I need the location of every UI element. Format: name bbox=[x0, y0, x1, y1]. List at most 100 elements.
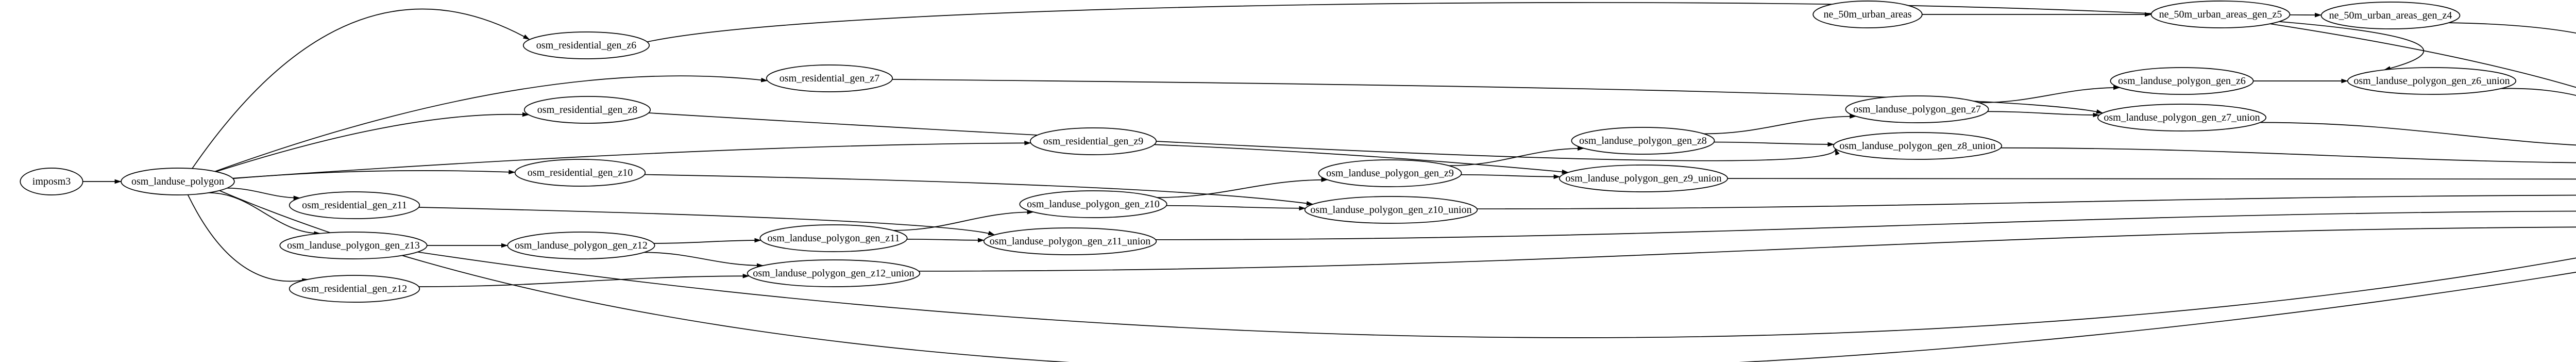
edge-osm_landuse_polygon-to-osm_residential_gen_z6 bbox=[192, 8, 530, 169]
node-osm_landuse_polygon: osm_landuse_polygon bbox=[121, 168, 235, 195]
node-osm_landuse_polygon_gen_z13: osm_landuse_polygon_gen_z13 bbox=[279, 232, 428, 259]
edge-osm_landuse_polygon_gen_z10-to-osm_landuse_polygon_gen_z9 bbox=[1157, 177, 1328, 198]
node-label: osm_landuse_polygon_gen_z13 bbox=[287, 240, 420, 251]
node-ellipse bbox=[279, 232, 428, 259]
edge-osm_landuse_polygon_gen_z12-to-osm_landuse_polygon_gen_z11 bbox=[653, 238, 761, 244]
edge-osm_landuse_polygon-to-osm_residential_gen_z10 bbox=[233, 170, 516, 179]
node-ellipse bbox=[1318, 159, 1462, 187]
node-osm_landuse_polygon_gen_z10: osm_landuse_polygon_gen_z10 bbox=[1019, 190, 1167, 218]
edge-osm_landuse_polygon_gen_z7-to-osm_landuse_polygon_gen_z6 bbox=[1979, 85, 2121, 103]
node-label: osm_landuse_polygon_gen_z8_union bbox=[1839, 140, 1995, 152]
node-label: ne_50m_urban_areas_gen_z5 bbox=[2159, 9, 2282, 20]
node-ellipse bbox=[289, 191, 420, 219]
node-label: osm_landuse_polygon_gen_z8 bbox=[1579, 135, 1707, 146]
node-ellipse bbox=[2097, 104, 2267, 131]
node-osm_landuse_polygon_gen_z11_union: osm_landuse_polygon_gen_z11_union bbox=[983, 227, 1157, 255]
node-ne_50m_urban_areas: ne_50m_urban_areas bbox=[1812, 1, 1923, 28]
edge-osm_landuse_polygon_gen_z11-to-osm_landuse_polygon_gen_z11_union bbox=[907, 238, 985, 243]
edge-ne_50m_urban_areas_gen_z5-to-layer_landuse-z5 bbox=[2270, 23, 2576, 88]
edge-osm_landuse_polygon_gen_z8_union-to-layer_landuse-z8 bbox=[2001, 147, 2576, 163]
node-ellipse bbox=[983, 227, 1157, 255]
node-label: imposm3 bbox=[32, 176, 71, 187]
node-osm_landuse_polygon_gen_z9: osm_landuse_polygon_gen_z9 bbox=[1318, 159, 1462, 187]
edge-osm_landuse_polygon_gen_z11-to-osm_landuse_polygon_gen_z10 bbox=[893, 209, 1034, 231]
edge-osm_landuse_polygon-to-layer_landuse-z14- bbox=[219, 190, 2576, 362]
node-ellipse bbox=[747, 259, 921, 287]
edge-osm_landuse_polygon-to-osm_residential_gen_z8 bbox=[216, 112, 529, 172]
node-osm_landuse_polygon_gen_z10_union: osm_landuse_polygon_gen_z10_union bbox=[1304, 196, 1478, 224]
nodes-layer: imposm3 osm_landuse_polygon osm_residentia… bbox=[20, 1, 2517, 303]
node-ellipse bbox=[20, 168, 83, 195]
node-label: osm_landuse_polygon_gen_z12 bbox=[515, 240, 648, 251]
edge-osm_landuse_polygon-to-osm_residential_gen_z11 bbox=[227, 187, 300, 201]
node-osm_residential_gen_z7: osm_residential_gen_z7 bbox=[766, 64, 893, 92]
node-ellipse bbox=[1812, 1, 1923, 28]
node-label: ne_50m_urban_areas bbox=[1823, 9, 1911, 20]
node-label: osm_residential_gen_z7 bbox=[779, 73, 879, 84]
node-label: osm_residential_gen_z11 bbox=[302, 200, 407, 211]
edge-osm_landuse_polygon_gen_z10_union-to-layer_landuse-z10 bbox=[1477, 194, 2576, 209]
edge-osm_landuse_polygon-to-osm_residential_gen_z12 bbox=[187, 194, 309, 283]
node-ellipse bbox=[1845, 95, 1989, 123]
edge-osm_residential_gen_z12-to-osm_landuse_polygon_gen_z12_union bbox=[418, 273, 750, 287]
edge-osm_landuse_polygon_gen_z9-to-osm_landuse_polygon_gen_z9_union bbox=[1461, 174, 1561, 179]
node-label: osm_landuse_polygon_gen_z7 bbox=[1853, 104, 1981, 115]
node-ellipse bbox=[766, 64, 893, 92]
node-osm_landuse_polygon_gen_z11: osm_landuse_polygon_gen_z11 bbox=[759, 224, 908, 252]
node-label: osm_landuse_polygon_gen_z10_union bbox=[1310, 204, 1471, 216]
node-ellipse bbox=[289, 275, 420, 303]
node-label: osm_landuse_polygon_gen_z10 bbox=[1027, 199, 1160, 210]
node-label: osm_landuse_polygon bbox=[131, 176, 224, 187]
edge-osm_landuse_polygon_gen_z9-to-osm_landuse_polygon_gen_z8 bbox=[1449, 146, 1585, 167]
edge-osm_landuse_polygon-to-osm_residential_gen_z9 bbox=[232, 140, 1031, 179]
edge-osm_landuse_polygon_gen_z13-to-layer_landuse-z13 bbox=[417, 251, 2576, 338]
node-label: osm_residential_gen_z10 bbox=[528, 167, 633, 178]
edge-osm_landuse_polygon_gen_z8-to-osm_landuse_polygon_gen_z7 bbox=[1704, 114, 1857, 135]
node-ellipse bbox=[759, 224, 908, 252]
node-label: osm_residential_gen_z6 bbox=[536, 40, 636, 51]
node-ne_50m_urban_areas_gen_z4: ne_50m_urban_areas_gen_z4 bbox=[2320, 2, 2461, 29]
node-label: osm_landuse_polygon_gen_z6_union bbox=[2353, 75, 2510, 87]
node-label: osm_landuse_polygon_gen_z6 bbox=[2118, 75, 2246, 87]
edge-osm_landuse_polygon_gen_z9_union-to-layer_landuse-z9 bbox=[1727, 178, 2576, 180]
node-label: osm_residential_gen_z12 bbox=[302, 283, 407, 294]
node-osm_residential_gen_z12: osm_residential_gen_z12 bbox=[289, 275, 420, 303]
node-osm_residential_gen_z11: osm_residential_gen_z11 bbox=[289, 191, 420, 219]
edge-osm_landuse_polygon_gen_z11_union-to-layer_landuse-z11 bbox=[1156, 210, 2576, 240]
node-label: osm_residential_gen_z9 bbox=[1043, 136, 1143, 147]
node-osm_residential_gen_z9: osm_residential_gen_z9 bbox=[1029, 127, 1157, 155]
edge-osm_landuse_polygon-to-osm_landuse_polygon_gen_z13 bbox=[208, 192, 321, 236]
node-label: osm_landuse_polygon_gen_z12_union bbox=[753, 268, 914, 279]
node-ellipse bbox=[1029, 127, 1157, 155]
node-osm_landuse_polygon_gen_z6_union: osm_landuse_polygon_gen_z6_union bbox=[2347, 67, 2517, 95]
node-imposm3: imposm3 bbox=[20, 168, 83, 195]
node-ellipse bbox=[2347, 67, 2517, 95]
node-ellipse bbox=[1558, 164, 1728, 192]
edge-osm_landuse_polygon_gen_z7_union-to-layer_landuse-z7 bbox=[2260, 122, 2576, 146]
edge-osm_landuse_polygon_gen_z7-to-osm_landuse_polygon_gen_z7_union bbox=[1987, 111, 2100, 118]
node-ellipse bbox=[507, 232, 655, 259]
node-ellipse bbox=[1833, 132, 2003, 160]
node-osm_landuse_polygon_gen_z7: osm_landuse_polygon_gen_z7 bbox=[1845, 95, 1989, 123]
node-label: osm_residential_gen_z8 bbox=[537, 104, 637, 116]
edge-ne_50m_urban_areas_gen_z4-to-layer_landuse-z4 bbox=[2448, 22, 2576, 34]
node-label: osm_landuse_polygon_gen_z7_union bbox=[2104, 112, 2260, 123]
node-ellipse bbox=[121, 168, 235, 195]
edge-osm_landuse_polygon-to-osm_residential_gen_z7 bbox=[215, 75, 768, 172]
node-label: osm_landuse_polygon_gen_z11_union bbox=[990, 236, 1151, 247]
node-label: osm_landuse_polygon_gen_z9_union bbox=[1565, 173, 1721, 184]
node-ellipse bbox=[522, 31, 650, 59]
edges-layer bbox=[82, 2, 2576, 362]
node-ellipse bbox=[1571, 127, 1715, 155]
edge-osm_residential_gen_z8-to-osm_landuse_polygon_gen_z8_union bbox=[648, 112, 1840, 161]
node-label: osm_landuse_polygon_gen_z9 bbox=[1326, 168, 1454, 179]
node-osm_landuse_polygon_gen_z8_union: osm_landuse_polygon_gen_z8_union bbox=[1833, 132, 2003, 160]
node-ellipse bbox=[1019, 190, 1167, 218]
node-osm_landuse_polygon_gen_z9_union: osm_landuse_polygon_gen_z9_union bbox=[1558, 164, 1728, 192]
edge-osm_landuse_polygon_gen_z12-to-osm_landuse_polygon_gen_z12_union bbox=[644, 252, 764, 268]
node-osm_landuse_polygon_gen_z6: osm_landuse_polygon_gen_z6 bbox=[2110, 67, 2254, 95]
node-osm_landuse_polygon_gen_z8: osm_landuse_polygon_gen_z8 bbox=[1571, 127, 1715, 155]
node-ellipse bbox=[2320, 2, 2461, 29]
node-osm_landuse_polygon_gen_z12_union: osm_landuse_polygon_gen_z12_union bbox=[747, 259, 921, 287]
node-ne_50m_urban_areas_gen_z5: ne_50m_urban_areas_gen_z5 bbox=[2150, 1, 2291, 28]
